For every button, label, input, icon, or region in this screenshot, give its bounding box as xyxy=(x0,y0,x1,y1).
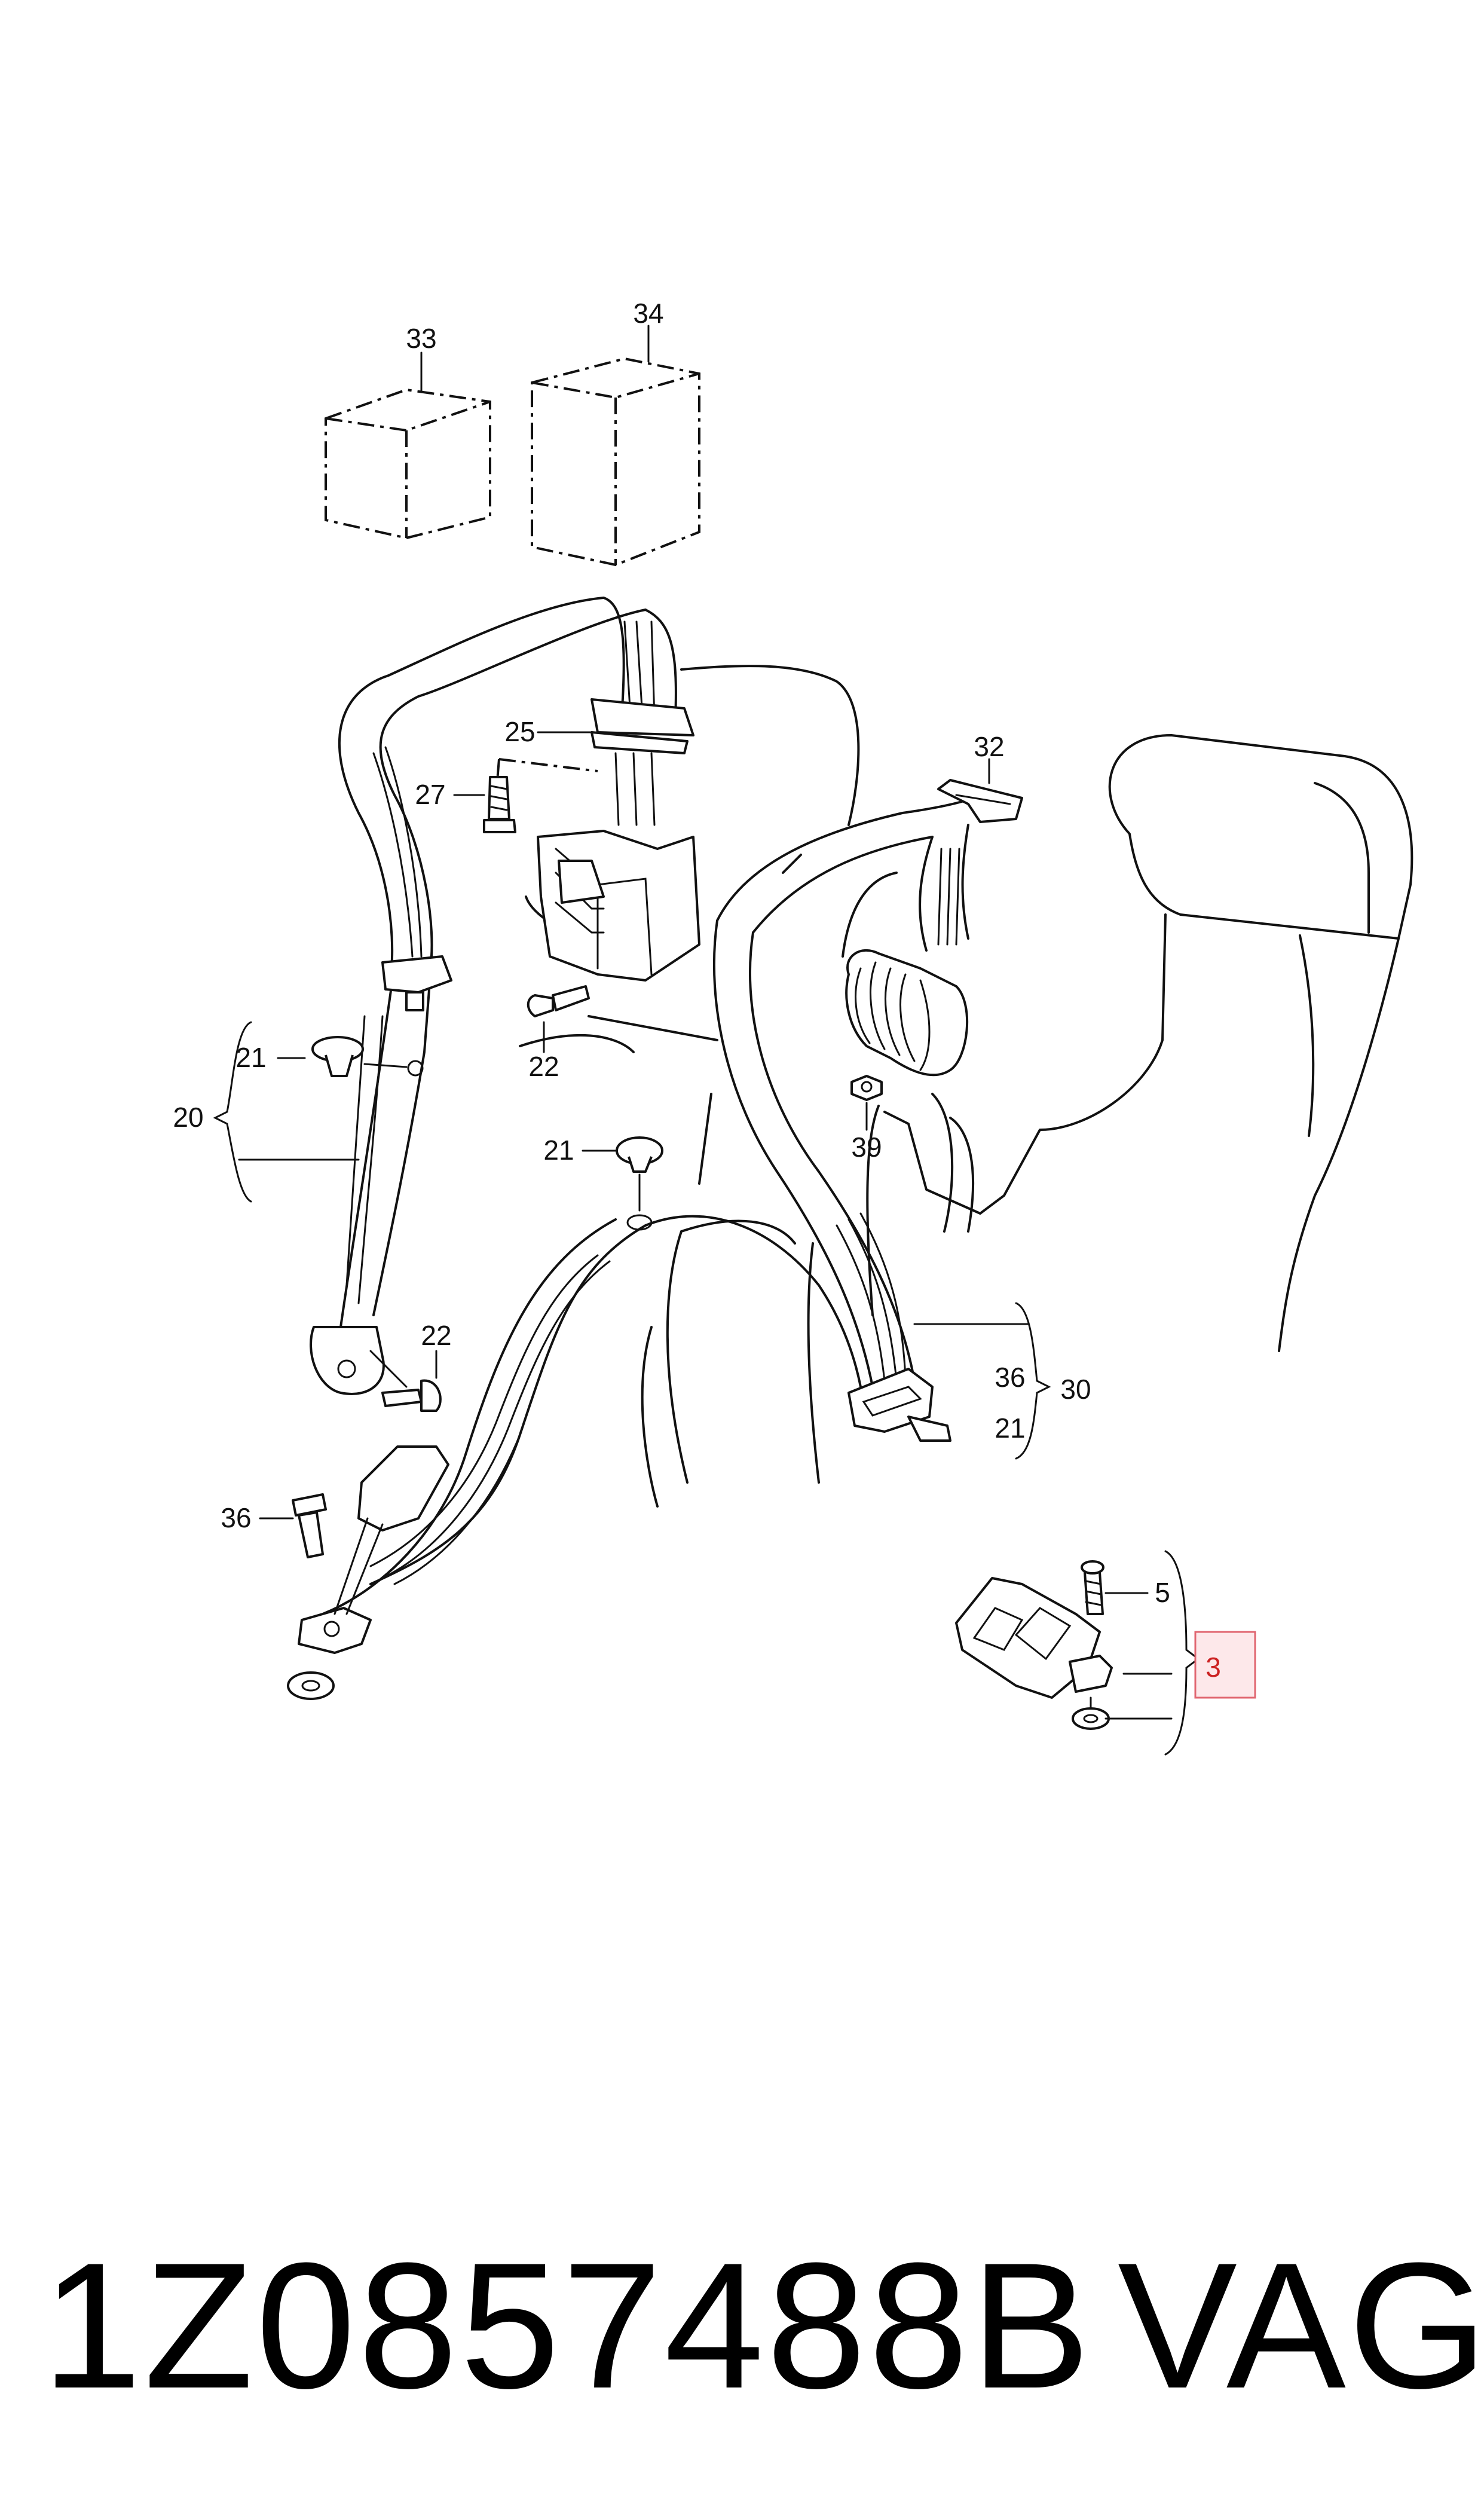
belt-tongue-right xyxy=(847,1368,951,1442)
nut-39 xyxy=(850,1075,883,1131)
bracket-30 xyxy=(913,1302,1051,1460)
plug-21-left xyxy=(277,1036,424,1077)
right-seat-outline xyxy=(883,734,1413,1352)
screw-22-upper xyxy=(527,985,590,1053)
callout-21-middle: 21 xyxy=(543,1135,574,1166)
retractor-upper xyxy=(537,830,700,982)
callout-22-lower: 22 xyxy=(421,1320,451,1351)
brand-caption: VAG xyxy=(1118,2225,1484,2426)
center-belt-webbing xyxy=(322,794,981,1615)
buckle-left-assembly xyxy=(259,1350,449,1700)
plug-21-middle xyxy=(582,1136,663,1231)
part-number-caption: 1Z0857488B xyxy=(42,2225,1093,2426)
callout-27: 27 xyxy=(415,779,445,810)
guide-32-retractor-right xyxy=(845,758,1023,1077)
callout-22-upper: 22 xyxy=(528,1051,559,1082)
callout-21-left: 21 xyxy=(235,1042,266,1073)
buckle-assembly-3 xyxy=(955,1550,1256,1756)
callout-32: 32 xyxy=(974,731,1004,762)
callout-5: 5 xyxy=(1155,1577,1170,1608)
seat-belt-exploded-diagram: 33 34 25 27 32 22 21 20 21 39 22 36 30 2… xyxy=(173,298,1413,1756)
part-33-box xyxy=(325,351,491,540)
callout-21-right: 21 xyxy=(995,1413,1025,1444)
callout-25: 25 xyxy=(504,716,535,747)
callout-36-right: 36 xyxy=(995,1362,1025,1393)
callout-33: 33 xyxy=(406,323,436,354)
callout-30: 30 xyxy=(1060,1374,1091,1405)
upper-strap xyxy=(495,597,694,826)
callout-39: 39 xyxy=(851,1132,882,1163)
left-belt-webbing xyxy=(213,597,647,1395)
part-3-highlight-box xyxy=(1194,1631,1256,1699)
callout-36-left: 36 xyxy=(221,1502,251,1533)
screw-27 xyxy=(453,776,516,833)
callout-34: 34 xyxy=(633,298,663,329)
part-34-box xyxy=(531,325,700,567)
rear-seat-outline xyxy=(519,665,975,1508)
callout-20: 20 xyxy=(173,1102,203,1133)
callout-3: 3 xyxy=(1205,1652,1221,1683)
